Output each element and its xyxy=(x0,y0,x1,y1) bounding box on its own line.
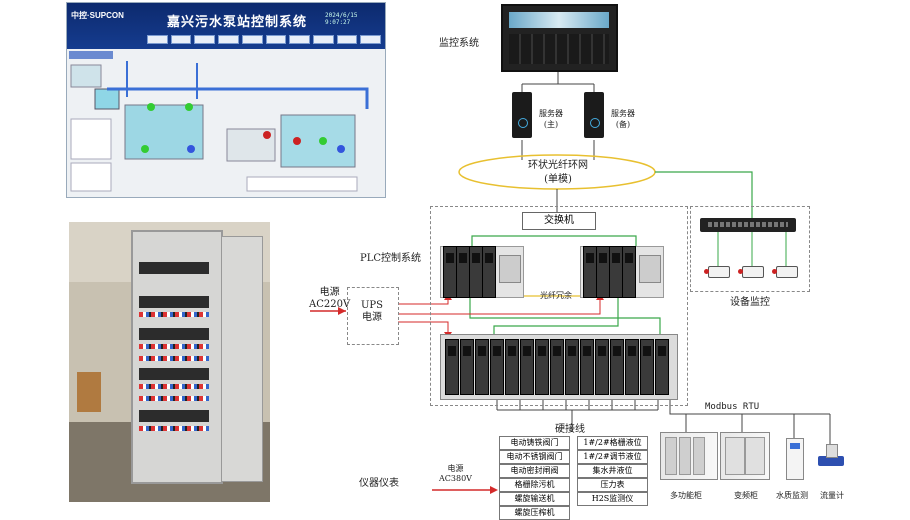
switch-box: 交换机 xyxy=(522,212,596,230)
cabinet-door xyxy=(221,236,263,482)
hardwire-label: 硬接线 xyxy=(555,424,585,435)
ups-box xyxy=(347,287,399,345)
camera-links xyxy=(717,232,787,266)
scada-process-graphic xyxy=(69,51,369,192)
scada-header: 中控·SUPCON 嘉兴污水泵站控制系统 2024/6/15 9:07:27 xyxy=(67,3,385,49)
field-device-1-label: 多功能柜 xyxy=(670,491,702,500)
monitoring-system-label: 监控系统 xyxy=(439,38,479,49)
multi-function-cabinet xyxy=(660,432,718,480)
instr-right-5: H2S监测仪 xyxy=(577,492,648,506)
io-rack xyxy=(440,334,678,400)
plc-cabinet-photo xyxy=(69,222,270,502)
field-device-4-label: 流量计 xyxy=(820,491,844,500)
instr-left-3: 电动密封闸阀 xyxy=(499,464,570,478)
scada-screenshot: 中控·SUPCON 嘉兴污水泵站控制系统 2024/6/15 9:07:27 xyxy=(66,2,386,198)
scada-brand: 中控·SUPCON xyxy=(71,11,124,20)
plc-system-label: PLC控制系统 xyxy=(360,253,422,264)
server-backup-label: 服务器 (备) xyxy=(611,109,635,129)
camera-icon-1 xyxy=(704,266,730,278)
device-monitoring-box xyxy=(690,206,810,292)
instruments-label: 仪器仪表 xyxy=(359,478,399,489)
instr-left-4: 格栅除污机 xyxy=(499,478,570,492)
ups-label: UPS 电源 xyxy=(360,300,383,323)
plc-system-boundary xyxy=(430,206,688,406)
field-device-3-label: 水质监测 xyxy=(776,491,808,500)
monitoring-screen xyxy=(501,4,618,72)
switch-label: 交换机 xyxy=(544,215,574,226)
instr-right-4: 压力表 xyxy=(577,478,648,492)
camera-icon-2 xyxy=(738,266,764,278)
instr-right-1: 1#/2#格栅液位 xyxy=(577,436,648,450)
scada-nav xyxy=(147,35,382,45)
water-quality-monitor xyxy=(786,438,804,480)
instr-right-2: 1#/2#调节液位 xyxy=(577,450,648,464)
fiber-redundancy-label: 光纤冗余 xyxy=(540,291,572,300)
network-switch-device xyxy=(700,218,796,232)
server-backup xyxy=(584,92,604,138)
server-main xyxy=(512,92,532,138)
field-device-2-label: 变频柜 xyxy=(734,491,758,500)
instr-left-2: 电动不锈钢阀门 xyxy=(499,450,570,464)
device-monitoring-label: 设备监控 xyxy=(730,297,770,308)
instr-left-5: 螺旋输送机 xyxy=(499,492,570,506)
vfd-cabinet xyxy=(720,432,770,480)
power-ac380v-label: 电源 AC380V xyxy=(439,464,472,483)
instr-right-3: 集水井液位 xyxy=(577,464,648,478)
plc-left xyxy=(440,246,524,298)
scada-title: 嘉兴污水泵站控制系统 xyxy=(167,15,308,30)
server-main-label: 服务器 (主) xyxy=(539,109,563,129)
scada-process-view xyxy=(67,49,385,197)
flowmeter xyxy=(818,444,844,470)
ring-network-label: 环状光纤环网 (单模) xyxy=(528,160,588,185)
plc-right xyxy=(580,246,664,298)
scada-datetime: 2024/6/15 9:07:27 xyxy=(325,12,358,26)
modbus-label: Modbus RTU xyxy=(705,402,760,412)
instr-left-6: 螺旋压榨机 xyxy=(499,506,570,520)
camera-icon-3 xyxy=(772,266,798,278)
instr-left-1: 电动铸铁阀门 xyxy=(499,436,570,450)
power-ac220v-label: 电源 AC220V xyxy=(309,287,351,310)
cabinet-body xyxy=(131,230,223,484)
